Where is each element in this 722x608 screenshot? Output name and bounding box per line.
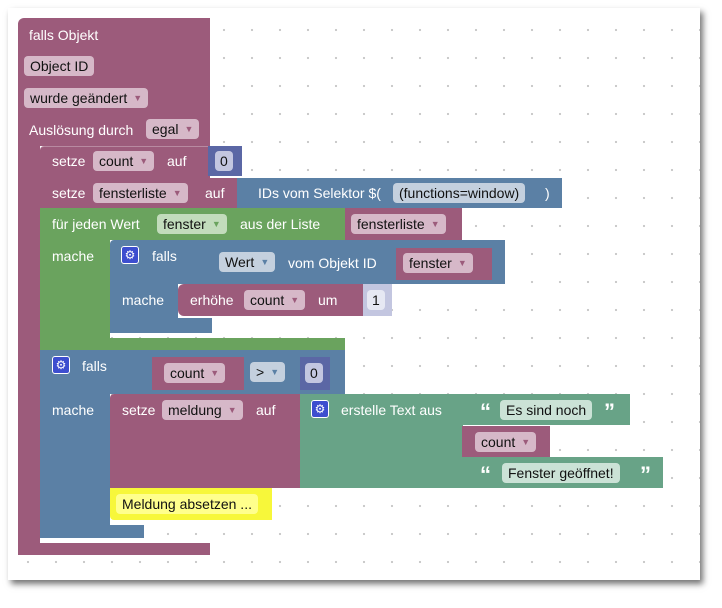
- chevron-down-icon: ▼: [457, 258, 467, 268]
- setze-label: setze: [52, 185, 86, 201]
- amount-field[interactable]: 1: [367, 290, 385, 310]
- foreach-from-label: aus der Liste: [240, 216, 321, 232]
- list-var-dropdown[interactable]: fensterliste ▼: [93, 183, 188, 203]
- mache-label: mache: [122, 292, 165, 308]
- chevron-down-icon: ▼: [133, 93, 143, 103]
- chevron-down-icon: ▼: [227, 405, 237, 415]
- count-var-dropdown[interactable]: count ▼: [164, 363, 226, 383]
- text-field-2[interactable]: Fenster geöffnet!: [502, 463, 620, 483]
- close-quote-icon: ”: [604, 399, 615, 424]
- of-object-label: vom Objekt ID: [288, 255, 377, 271]
- var-name: fenster: [163, 216, 206, 232]
- count-var-dropdown[interactable]: count ▼: [475, 432, 537, 452]
- trigger-title: falls Objekt: [29, 27, 99, 43]
- var-name: fensterliste: [357, 216, 425, 232]
- text-field-1[interactable]: Es sind noch: [500, 400, 593, 420]
- count-var-dropdown[interactable]: count ▼: [93, 151, 155, 171]
- text-join-label: erstelle Text aus: [341, 402, 442, 418]
- number-field[interactable]: 0: [215, 151, 233, 171]
- foreach-var-dropdown[interactable]: fenster ▼: [157, 214, 227, 234]
- event-value: wurde geändert: [30, 90, 128, 106]
- operator-dropdown[interactable]: >▼: [250, 362, 286, 382]
- object-var-dropdown[interactable]: fenster ▼: [403, 253, 473, 273]
- close-quote-icon: ”: [640, 462, 651, 487]
- chevron-down-icon: ▼: [139, 156, 149, 166]
- operator-value: >: [256, 364, 265, 380]
- var-name: count: [481, 434, 516, 450]
- object-id-field[interactable]: Object ID: [24, 56, 95, 76]
- setze-label: setze: [52, 153, 86, 169]
- foreach-spine: [40, 240, 110, 350]
- message-var-dropdown[interactable]: meldung ▼: [162, 400, 243, 420]
- var-name: count: [170, 365, 205, 381]
- gear-icon[interactable]: ⚙: [52, 356, 70, 374]
- chevron-down-icon: ▼: [172, 188, 182, 198]
- if2-spine: [40, 394, 110, 538]
- prop-value: Wert: [225, 254, 255, 270]
- foreach-label: für jeden Wert: [52, 216, 140, 232]
- chevron-down-icon: ▼: [270, 367, 280, 377]
- list-var-dropdown[interactable]: fensterliste ▼: [351, 214, 446, 234]
- setze-label: setze: [122, 402, 156, 418]
- gear-icon[interactable]: ⚙: [311, 400, 329, 418]
- foreach-footer: [40, 338, 345, 350]
- trigger-value: egal: [152, 121, 179, 137]
- increment-var-dropdown[interactable]: count ▼: [244, 290, 306, 310]
- chevron-down-icon: ▼: [260, 257, 270, 267]
- gear-icon[interactable]: ⚙: [121, 246, 139, 264]
- increment-label: erhöhe: [190, 292, 234, 308]
- trigger-label: Auslösung durch: [29, 122, 134, 138]
- trigger-block-footer: [18, 543, 210, 555]
- number-field[interactable]: 0: [305, 363, 323, 383]
- chevron-down-icon: ▼: [211, 219, 221, 229]
- chevron-down-icon: ▼: [210, 368, 220, 378]
- send-message-label: Meldung absetzen ...: [116, 494, 258, 514]
- if-label: falls: [152, 248, 177, 264]
- open-quote-icon: “: [480, 399, 491, 424]
- selector-label: IDs vom Selektor $(: [258, 185, 381, 201]
- selector-field[interactable]: (functions=window): [393, 183, 526, 203]
- trigger-block-spine: [18, 146, 40, 545]
- if1-footer: [110, 318, 212, 333]
- by-label: um: [318, 292, 338, 308]
- if2-footer: [40, 525, 144, 538]
- auf-label: auf: [256, 402, 276, 418]
- var-name: fenster: [409, 255, 452, 271]
- var-name: fensterliste: [99, 185, 167, 201]
- auf-label: auf: [205, 185, 225, 201]
- var-name: count: [250, 292, 285, 308]
- mache-label: mache: [52, 402, 95, 418]
- var-name: meldung: [168, 402, 222, 418]
- chevron-down-icon: ▼: [430, 219, 440, 229]
- chevron-down-icon: ▼: [184, 124, 194, 134]
- open-quote-icon: “: [480, 462, 491, 487]
- mache-label: mache: [52, 248, 95, 264]
- event-dropdown[interactable]: wurde geändert ▼: [24, 88, 149, 108]
- var-name: count: [99, 153, 134, 169]
- property-dropdown[interactable]: Wert ▼: [219, 252, 276, 272]
- trigger-dropdown[interactable]: egal ▼: [146, 119, 200, 139]
- chevron-down-icon: ▼: [521, 437, 531, 447]
- selector-close: ): [545, 185, 550, 201]
- chevron-down-icon: ▼: [290, 295, 300, 305]
- auf-label: auf: [167, 153, 187, 169]
- if-label: falls: [82, 358, 107, 374]
